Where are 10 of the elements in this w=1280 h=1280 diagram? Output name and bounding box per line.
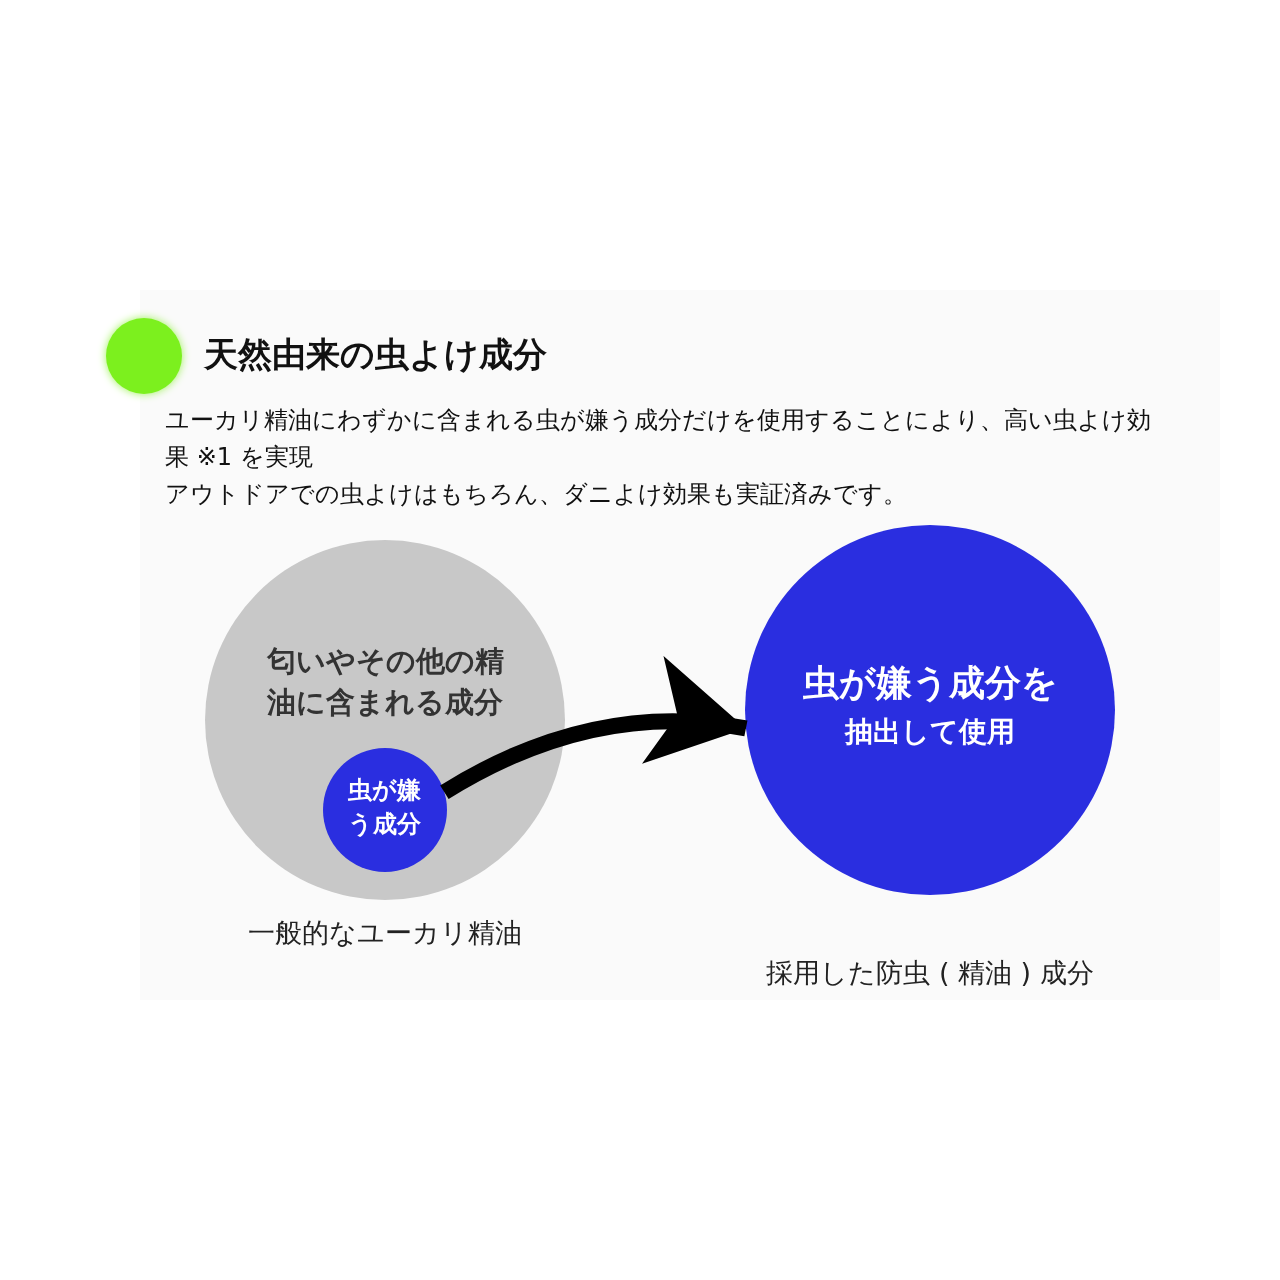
description-text: アウトドアでの虫よけはもちろん、ダニよけ効果も実証済みです。 [165,479,908,510]
circle-caption: 採用した防虫 ( 精油 ) 成分 [765,956,1095,990]
circle-caption: 一般的なユーカリ精油 [247,916,523,950]
title: 天然由来の虫よけ成分 [204,333,547,376]
circle-text: 抽出して使用 [843,714,1016,751]
description-text: ユーカリ精油にわずかに含まれる虫が嫌う成分だけを使用することにより、高い虫よけ効果 ※1 を実現 [165,405,1152,473]
arrow [440,658,748,800]
circle-text: 虫が嫌う成分を [801,661,1059,706]
circle-text: 匂いやその他の精油に含まれる成分 [265,642,505,721]
circle-text: 虫が嫌う成分 [347,774,423,840]
